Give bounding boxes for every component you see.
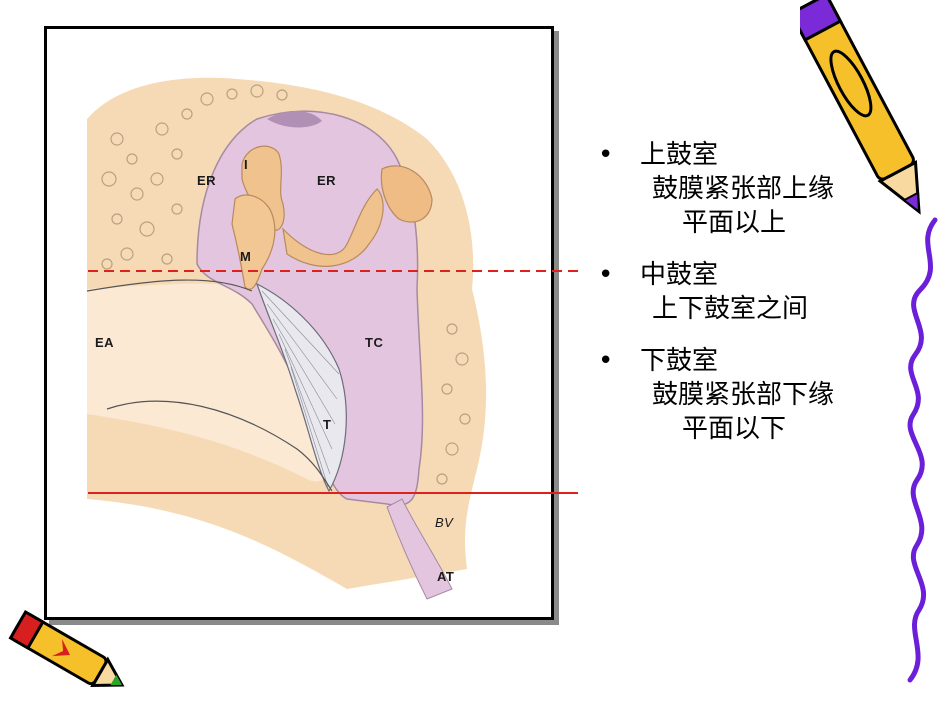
bullet-title: 上鼓室 bbox=[640, 140, 719, 170]
bullet-dot: • bbox=[598, 260, 614, 290]
bullet-list: • 上鼓室 鼓膜紧张部上缘 平面以上 • 中鼓室 上下鼓室之间 • 下鼓室 鼓膜… bbox=[598, 138, 898, 464]
bullet-item-middle: • 中鼓室 上下鼓室之间 bbox=[598, 258, 898, 326]
canal-lower-outline bbox=[106, 400, 333, 492]
label-at: AT bbox=[437, 569, 455, 584]
label-ea: EA bbox=[95, 335, 115, 350]
membrane-fibers bbox=[261, 290, 340, 488]
bullet-desc: 上下鼓室之间 bbox=[652, 294, 809, 324]
bullet-item-lower: • 下鼓室 鼓膜紧张部下缘 平面以下 bbox=[598, 344, 898, 446]
bullet-desc: 平面以上 bbox=[682, 208, 787, 238]
canal-outline bbox=[86, 279, 253, 292]
squiggle-line-icon bbox=[907, 217, 938, 683]
stapes-footplate bbox=[380, 165, 433, 223]
mastoid-air-cells bbox=[101, 84, 471, 485]
tympanic-membrane bbox=[255, 282, 347, 493]
label-er-left: ER bbox=[197, 173, 217, 188]
bullet-desc: 鼓膜紧张部上缘 bbox=[652, 174, 835, 204]
bullet-dot: • bbox=[598, 346, 614, 376]
label-tympanic: T bbox=[323, 417, 332, 432]
label-malleus: M bbox=[240, 249, 252, 264]
stapes-bone bbox=[282, 188, 384, 267]
figure-frame: ER I ER M EA TC T BV AT bbox=[44, 26, 554, 620]
label-er-right: ER bbox=[317, 173, 337, 188]
bullet-dot: • bbox=[598, 140, 614, 170]
bullet-desc: 鼓膜紧张部下缘 bbox=[652, 380, 835, 410]
label-incus: I bbox=[244, 157, 249, 172]
label-signature: BV bbox=[435, 515, 454, 530]
crayon-small-icon bbox=[8, 609, 125, 688]
crayon-icon bbox=[800, 0, 921, 215]
bullet-title: 下鼓室 bbox=[640, 346, 719, 376]
bullet-desc: 平面以下 bbox=[682, 414, 787, 444]
auditory-tube bbox=[386, 498, 453, 600]
malleus-bone bbox=[231, 194, 276, 290]
attic-roof bbox=[267, 110, 322, 128]
ear-cross-section-illustration bbox=[86, 77, 487, 600]
label-tc: TC bbox=[365, 335, 384, 350]
bullet-title: 中鼓室 bbox=[640, 260, 719, 290]
bullet-item-upper: • 上鼓室 鼓膜紧张部上缘 平面以上 bbox=[598, 138, 898, 240]
